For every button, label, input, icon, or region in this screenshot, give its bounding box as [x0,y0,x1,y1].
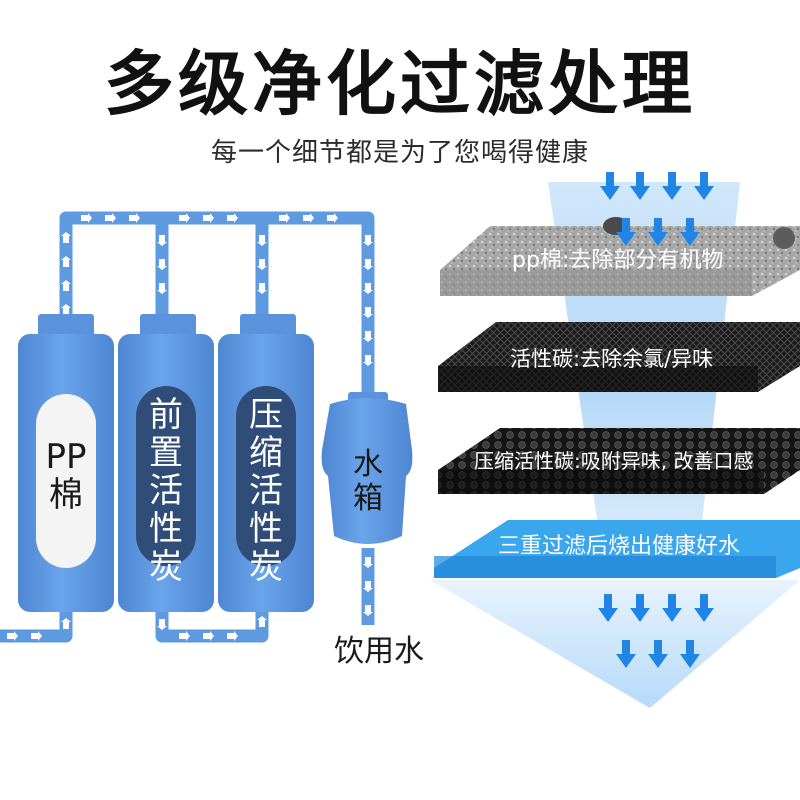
flow-arrow-icon [363,307,373,318]
flow-arrow-icon [363,605,373,616]
down-arrow-icon [630,172,650,200]
flow-arrow-icon [61,618,71,629]
compressed-carbon-layer [438,428,800,494]
flow-arrow-icon [81,213,92,223]
flow-arrow-icon [157,235,167,246]
flow-arrow-icon [363,581,373,592]
pre-carbon-label: 前置活性炭 [149,395,183,587]
down-arrow-icon [630,594,650,622]
down-arrow-icon [616,640,636,668]
compressed-carbon-filter [218,314,314,612]
flow-arrow-icon [257,283,267,294]
flow-arrow-icon [363,355,373,366]
output-cone [430,580,800,708]
flow-arrow-icon [157,619,167,630]
down-arrow-icon [648,640,668,668]
down-arrows [598,172,714,668]
carbon-layer [438,322,800,392]
flow-arrow-icon [303,213,314,223]
down-arrow-icon [648,218,668,246]
flow-arrow-icon [179,631,190,641]
flow-arrow-icon [61,304,71,315]
final-layer-label: 三重过滤后烧出健康好水 [498,534,741,559]
water-tank [321,392,413,544]
compressed-carbon-label: 压缩活性炭 [249,395,283,587]
final-layer [434,520,800,578]
flow-arrow-icon [363,557,373,568]
flow-arrow-icon [31,631,42,641]
flow-arrow-icon [257,235,267,246]
flow-arrow-icon [327,213,338,223]
flow-arrow-icon [105,213,116,223]
down-arrow-icon [694,172,714,200]
flow-arrow-icon [129,213,140,223]
down-arrow-icon [662,172,682,200]
pre-carbon-filter [118,314,214,612]
flow-arrow-icon [203,213,214,223]
flow-arrow-icon [363,283,373,294]
flow-arrow-icon [61,232,71,243]
flow-arrow-icon [363,259,373,270]
pp-layer-label: pp棉:去除部分有机物 [512,248,724,273]
page-title: 多级净化过滤处理 [104,43,696,125]
drinking-water-label: 饮用水 [334,634,424,669]
down-arrow-icon [680,218,700,246]
flow-arrows [7,213,373,641]
down-arrow-icon [616,218,636,246]
flow-arrow-icon [227,631,238,641]
flow-arrow-icon [61,256,71,267]
flow-arrow-icon [203,631,214,641]
down-arrow-icon [600,172,620,200]
flow-arrow-icon [157,259,167,270]
pp-cotton-filter [18,314,114,612]
down-arrow-icon [694,594,714,622]
flow-arrow-icon [61,280,71,291]
flow-arrow-icon [279,213,290,223]
flow-arrow-icon [257,616,267,627]
flow-arrow-icon [7,631,18,641]
flow-arrow-icon [227,213,238,223]
flow-arrow-icon [363,331,373,342]
compressed-layer-label: 压缩活性碳:吸附异味, 改善口感 [474,449,754,473]
down-arrow-icon [662,594,682,622]
page-subtitle: 每一个细节都是为了您喝得健康 [210,138,589,168]
flow-arrow-icon [257,259,267,270]
flow-arrow-icon [157,283,167,294]
down-arrow-icon [598,594,618,622]
down-arrow-icon [680,640,700,668]
tank-label: 水箱 [353,447,383,516]
carbon-layer-label: 活性碳:去除余氯/异味 [510,347,714,371]
flow-arrow-icon [363,235,373,246]
flow-arrow-icon [179,213,190,223]
